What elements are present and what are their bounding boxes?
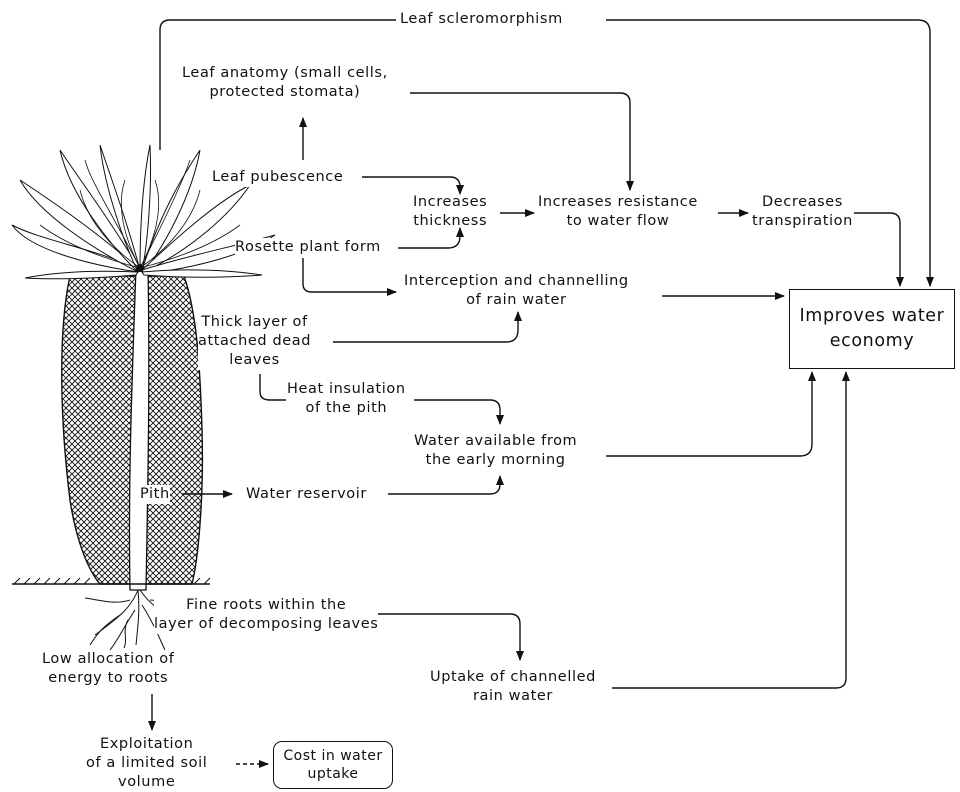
label-increases-resistance-line2: to water flow bbox=[538, 212, 698, 231]
label-decreases-transpiration-line1: Decreases bbox=[752, 193, 853, 212]
arrow-uptake-to-economy bbox=[612, 372, 846, 688]
label-heat-insulation-line2: of the pith bbox=[287, 399, 406, 418]
label-heat-insulation: Heat insulation of the pith bbox=[287, 380, 406, 418]
label-exploitation-line3: volume bbox=[86, 773, 207, 792]
label-thick-layer-line2: attached dead bbox=[198, 332, 311, 351]
improves-water-economy-box: Improves water economy bbox=[789, 289, 955, 369]
arrow-pubescence-to-thickness bbox=[362, 177, 460, 194]
label-leaf-scleromorphism: Leaf scleromorphism bbox=[400, 10, 563, 29]
arrow-thicklayer-to-heat bbox=[260, 374, 286, 400]
label-exploitation: Exploitation of a limited soil volume bbox=[86, 735, 207, 792]
label-low-allocation-line2: energy to roots bbox=[42, 669, 174, 688]
label-rosette-plant-form: Rosette plant form bbox=[235, 238, 381, 257]
label-low-allocation-line1: Low allocation of bbox=[42, 650, 174, 669]
arrow-thicklayer-to-interception bbox=[333, 312, 518, 342]
rosette-plant-icon bbox=[12, 145, 275, 650]
label-heat-insulation-line1: Heat insulation bbox=[287, 380, 406, 399]
arrow-rosette-to-interception bbox=[303, 258, 396, 292]
label-uptake-line2: rain water bbox=[430, 687, 596, 706]
label-fine-roots: Fine roots within the layer of decomposi… bbox=[154, 596, 378, 634]
label-water-reservoir: Water reservoir bbox=[246, 485, 367, 504]
label-water-available-line1: Water available from bbox=[414, 432, 577, 451]
label-low-allocation: Low allocation of energy to roots bbox=[42, 650, 174, 688]
arrow-reservoir-to-wateravailable bbox=[388, 476, 500, 494]
label-water-available: Water available from the early morning bbox=[414, 432, 577, 470]
label-increases-thickness-line2: thickness bbox=[413, 212, 487, 231]
arrow-anatomy-to-resistance bbox=[410, 93, 630, 190]
label-water-available-line2: the early morning bbox=[414, 451, 577, 470]
improves-box-line2: economy bbox=[830, 329, 915, 354]
label-exploitation-line2: of a limited soil bbox=[86, 754, 207, 773]
label-interception-line1: Interception and channelling bbox=[404, 272, 629, 291]
label-interception: Interception and channelling of rain wat… bbox=[404, 272, 629, 310]
cost-box-line1: Cost in water bbox=[283, 747, 382, 765]
arrow-heat-to-wateravailable bbox=[414, 400, 500, 424]
label-fine-roots-line1: Fine roots within the bbox=[154, 596, 378, 615]
label-increases-thickness-line1: Increases bbox=[413, 193, 487, 212]
label-increases-resistance-line1: Increases resistance bbox=[538, 193, 698, 212]
cost-box-line2: uptake bbox=[307, 765, 358, 783]
connector-arrows bbox=[152, 20, 930, 764]
label-interception-line2: of rain water bbox=[404, 291, 629, 310]
label-leaf-anatomy-line1: Leaf anatomy (small cells, bbox=[182, 64, 388, 83]
label-thick-layer: Thick layer of attached dead leaves bbox=[198, 313, 311, 370]
label-leaf-anatomy-line2: protected stomata) bbox=[182, 83, 388, 102]
cost-in-water-uptake-box: Cost in water uptake bbox=[273, 741, 393, 789]
arrow-fineroots-to-uptake bbox=[370, 614, 520, 660]
label-increases-thickness: Increases thickness bbox=[413, 193, 487, 231]
label-decreases-transpiration: Decreases transpiration bbox=[752, 193, 853, 231]
arrow-rosette-to-thickness bbox=[398, 228, 460, 248]
label-thick-layer-line1: Thick layer of bbox=[198, 313, 311, 332]
label-exploitation-line1: Exploitation bbox=[86, 735, 207, 754]
label-uptake-line1: Uptake of channelled bbox=[430, 668, 596, 687]
label-pith: Pith bbox=[140, 485, 170, 504]
label-decreases-transpiration-line2: transpiration bbox=[752, 212, 853, 231]
label-increases-resistance: Increases resistance to water flow bbox=[538, 193, 698, 231]
label-uptake: Uptake of channelled rain water bbox=[430, 668, 596, 706]
arrow-transpiration-to-economy bbox=[854, 213, 900, 286]
label-leaf-pubescence: Leaf pubescence bbox=[212, 168, 343, 187]
arrow-wateravailable-to-economy bbox=[606, 372, 812, 456]
label-thick-layer-line3: leaves bbox=[198, 351, 311, 370]
label-fine-roots-line2: layer of decomposing leaves bbox=[154, 615, 378, 634]
label-leaf-anatomy: Leaf anatomy (small cells, protected sto… bbox=[182, 64, 388, 102]
improves-box-line1: Improves water bbox=[800, 304, 945, 329]
